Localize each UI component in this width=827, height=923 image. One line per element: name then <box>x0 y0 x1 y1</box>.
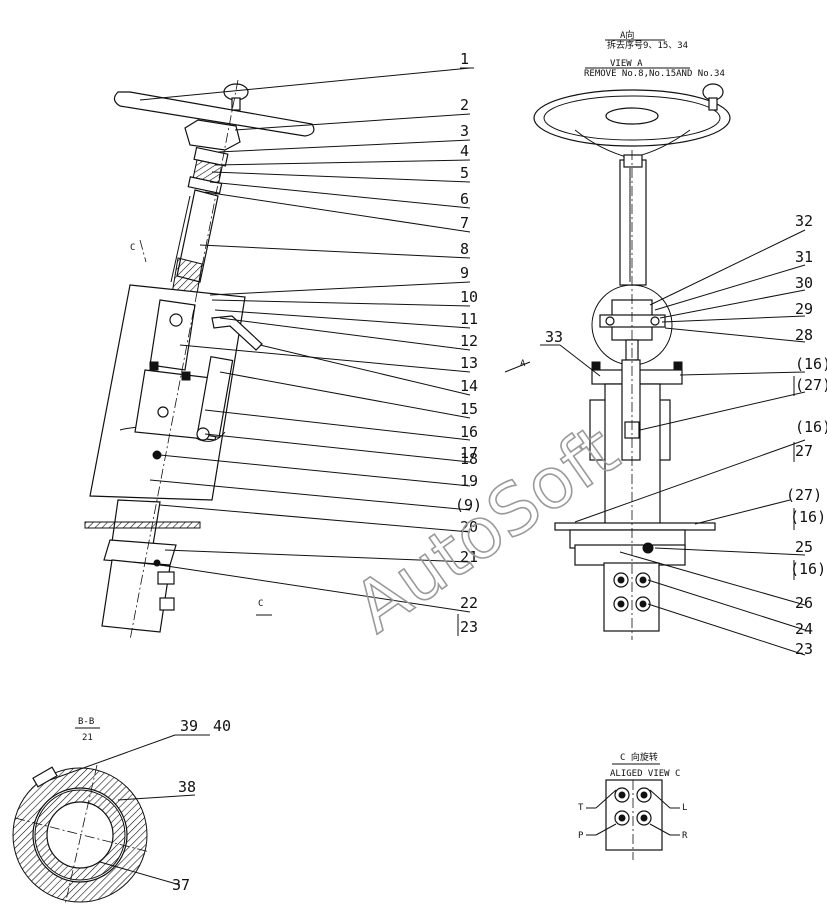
svg-text:C 向旋转: C 向旋转 <box>620 751 658 763</box>
port-t-label: T <box>578 803 584 813</box>
handwheel <box>113 91 315 137</box>
svg-text:(9): (9) <box>455 496 482 514</box>
svg-text:17: 17 <box>460 444 478 462</box>
svg-text:23: 23 <box>460 618 478 636</box>
svg-text:39: 39 <box>180 717 198 735</box>
svg-text:3: 3 <box>460 122 469 140</box>
port-p-label: P <box>578 831 584 841</box>
svg-text:A向: A向 <box>620 29 634 41</box>
svg-text:B-B: B-B <box>78 717 94 727</box>
svg-text:40: 40 <box>213 717 231 735</box>
svg-text:21: 21 <box>82 733 93 743</box>
section-b-b: B-B 21 39 40 38 37 <box>12 717 231 906</box>
svg-text:18: 18 <box>460 450 478 468</box>
svg-text:15: 15 <box>460 400 478 418</box>
svg-text:32: 32 <box>795 212 813 230</box>
svg-text:33: 33 <box>545 328 563 346</box>
svg-text:19: 19 <box>460 472 478 490</box>
svg-text:29: 29 <box>795 300 813 318</box>
svg-text:37: 37 <box>172 876 190 894</box>
svg-text:(27): (27) <box>786 486 822 504</box>
svg-text:4: 4 <box>460 142 469 160</box>
section-mark: C <box>130 243 135 253</box>
svg-text:14: 14 <box>460 377 478 395</box>
svg-text:16: 16 <box>460 423 478 441</box>
svg-text:REMOVE No.8,No.15AND No.34: REMOVE No.8,No.15AND No.34 <box>584 69 725 79</box>
svg-text:(16): (16) <box>795 418 827 436</box>
svg-text:8: 8 <box>460 240 469 258</box>
column-view-a <box>619 159 647 286</box>
svg-text:(16): (16) <box>790 560 826 578</box>
svg-text:6: 6 <box>460 190 469 208</box>
svg-text:38: 38 <box>178 778 196 796</box>
svg-text:11: 11 <box>460 310 478 328</box>
svg-text:9: 9 <box>460 264 469 282</box>
svg-text:10: 10 <box>460 288 478 306</box>
svg-text:27: 27 <box>795 442 813 460</box>
base-plate <box>554 522 716 531</box>
svg-text:26: 26 <box>795 594 813 612</box>
svg-text:13: 13 <box>460 354 478 372</box>
svg-text:A: A <box>520 359 526 369</box>
svg-text:22: 22 <box>460 594 478 612</box>
svg-text:VIEW A: VIEW A <box>610 59 643 69</box>
right-callouts: 32 31 30 29 28 33 (16) (27) (16) 27 (27)… <box>545 212 827 658</box>
svg-text:24: 24 <box>795 620 813 638</box>
svg-text:2: 2 <box>460 96 469 114</box>
left-callouts: 1 2 3 4 5 6 7 8 9 10 11 12 13 14 15 16 1… <box>455 50 482 636</box>
steering-valve <box>101 559 171 633</box>
port-l-label: L <box>682 803 687 813</box>
svg-text:25: 25 <box>795 538 813 556</box>
svg-text:ALIGED VIEW C: ALIGED VIEW C <box>610 769 680 779</box>
svg-text:(16): (16) <box>795 355 827 373</box>
svg-text:28: 28 <box>795 326 813 344</box>
column-tube <box>176 189 219 283</box>
svg-text:20: 20 <box>460 518 478 536</box>
left-leader-lines <box>139 67 474 613</box>
view-a: A向 拆去序号9、15、34 VIEW A REMOVE No.8,No.15A… <box>504 29 731 640</box>
svg-text:21: 21 <box>460 548 478 566</box>
svg-text:5: 5 <box>460 164 469 182</box>
svg-text:(16): (16) <box>790 508 826 526</box>
view-c: C 向旋转 ALIGED VIEW C T L P R <box>578 751 688 860</box>
svg-text:拆去序号9、15、34: 拆去序号9、15、34 <box>607 39 688 51</box>
arrow-c-label: C <box>258 599 263 609</box>
valve-view-a <box>603 562 660 632</box>
steering-column-side-view: C C <box>84 79 315 641</box>
svg-text:1: 1 <box>460 50 469 68</box>
port-r-label: R <box>682 831 688 841</box>
svg-text:31: 31 <box>795 248 813 266</box>
svg-text:(27): (27) <box>795 376 827 394</box>
svg-text:30: 30 <box>795 274 813 292</box>
right-leader-lines <box>540 229 806 656</box>
svg-text:23: 23 <box>795 640 813 658</box>
svg-text:12: 12 <box>460 332 478 350</box>
svg-text:7: 7 <box>460 214 469 232</box>
